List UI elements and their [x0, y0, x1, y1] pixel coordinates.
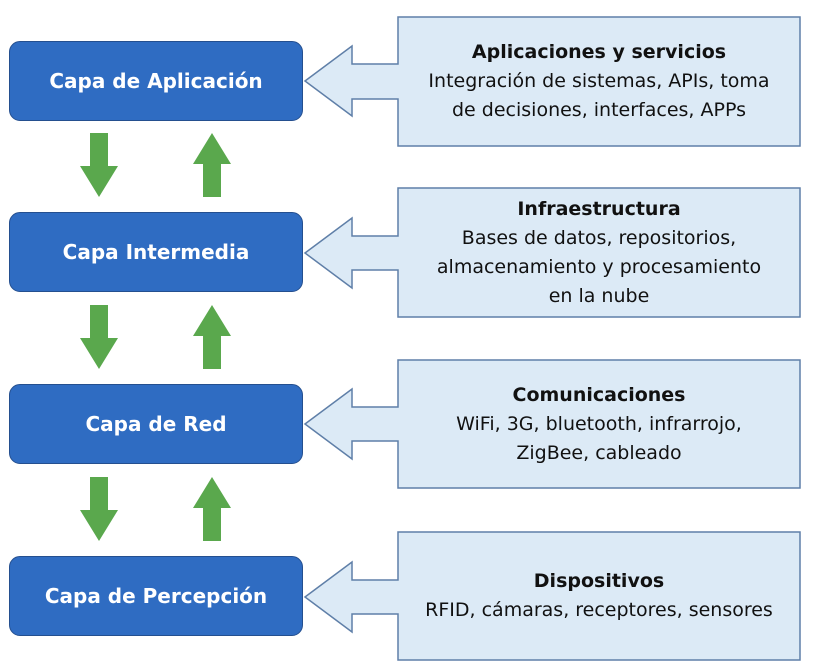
layer-percepcion: Capa de Percepción [9, 556, 303, 636]
callout-red: Comunicaciones WiFi, 3G, bluetooth, infr… [398, 360, 800, 488]
layer-label: Capa de Aplicación [49, 69, 263, 93]
layer-red: Capa de Red [9, 384, 303, 464]
callout-line: Bases de datos, repositorios, [461, 226, 737, 249]
callout-line: WiFi, 3G, bluetooth, infrarrojo, [456, 412, 742, 435]
callout-title: Comunicaciones [512, 383, 686, 406]
arrow-down-1 [80, 133, 118, 197]
arrow-up-1 [193, 133, 231, 197]
layer-label: Capa Intermedia [62, 240, 250, 264]
arrow-down-2 [80, 305, 118, 369]
arrow-down-3 [80, 477, 118, 541]
callout-line: almacenamiento y procesamiento [436, 255, 762, 278]
layer-label: Capa de Red [85, 412, 227, 436]
arrow-up-2 [193, 305, 231, 369]
callout-shape-red [303, 359, 801, 489]
callout-line: en la nube [548, 284, 650, 307]
layer-label: Capa de Percepción [44, 584, 268, 608]
layer-intermedia: Capa Intermedia [9, 212, 303, 292]
callout-line: de decisiones, interfaces, APPs [452, 99, 746, 121]
layer-aplicacion: Capa de Aplicación [9, 41, 303, 121]
callout-title: Dispositivos [533, 570, 665, 592]
callout-title: Aplicaciones y servicios [471, 41, 727, 63]
callout-intermedia: Infraestructura Bases de datos, reposito… [398, 188, 800, 317]
callout-title: Infraestructura [517, 197, 681, 220]
callout-shape-intermedia [303, 187, 801, 318]
callout-percepcion: Dispositivos RFID, cámaras, receptores, … [398, 532, 800, 660]
arrow-up-3 [193, 477, 231, 541]
callout-aplicacion: Aplicaciones y servicios Integración de … [398, 17, 800, 146]
callout-line: ZigBee, cableado [516, 441, 682, 464]
callout-line: RFID, cámaras, receptores, sensores [425, 599, 773, 621]
callout-line: Integración de sistemas, APIs, toma [428, 70, 770, 92]
callout-shape-percepcion [303, 531, 801, 661]
callout-shape-aplicacion [303, 16, 801, 147]
